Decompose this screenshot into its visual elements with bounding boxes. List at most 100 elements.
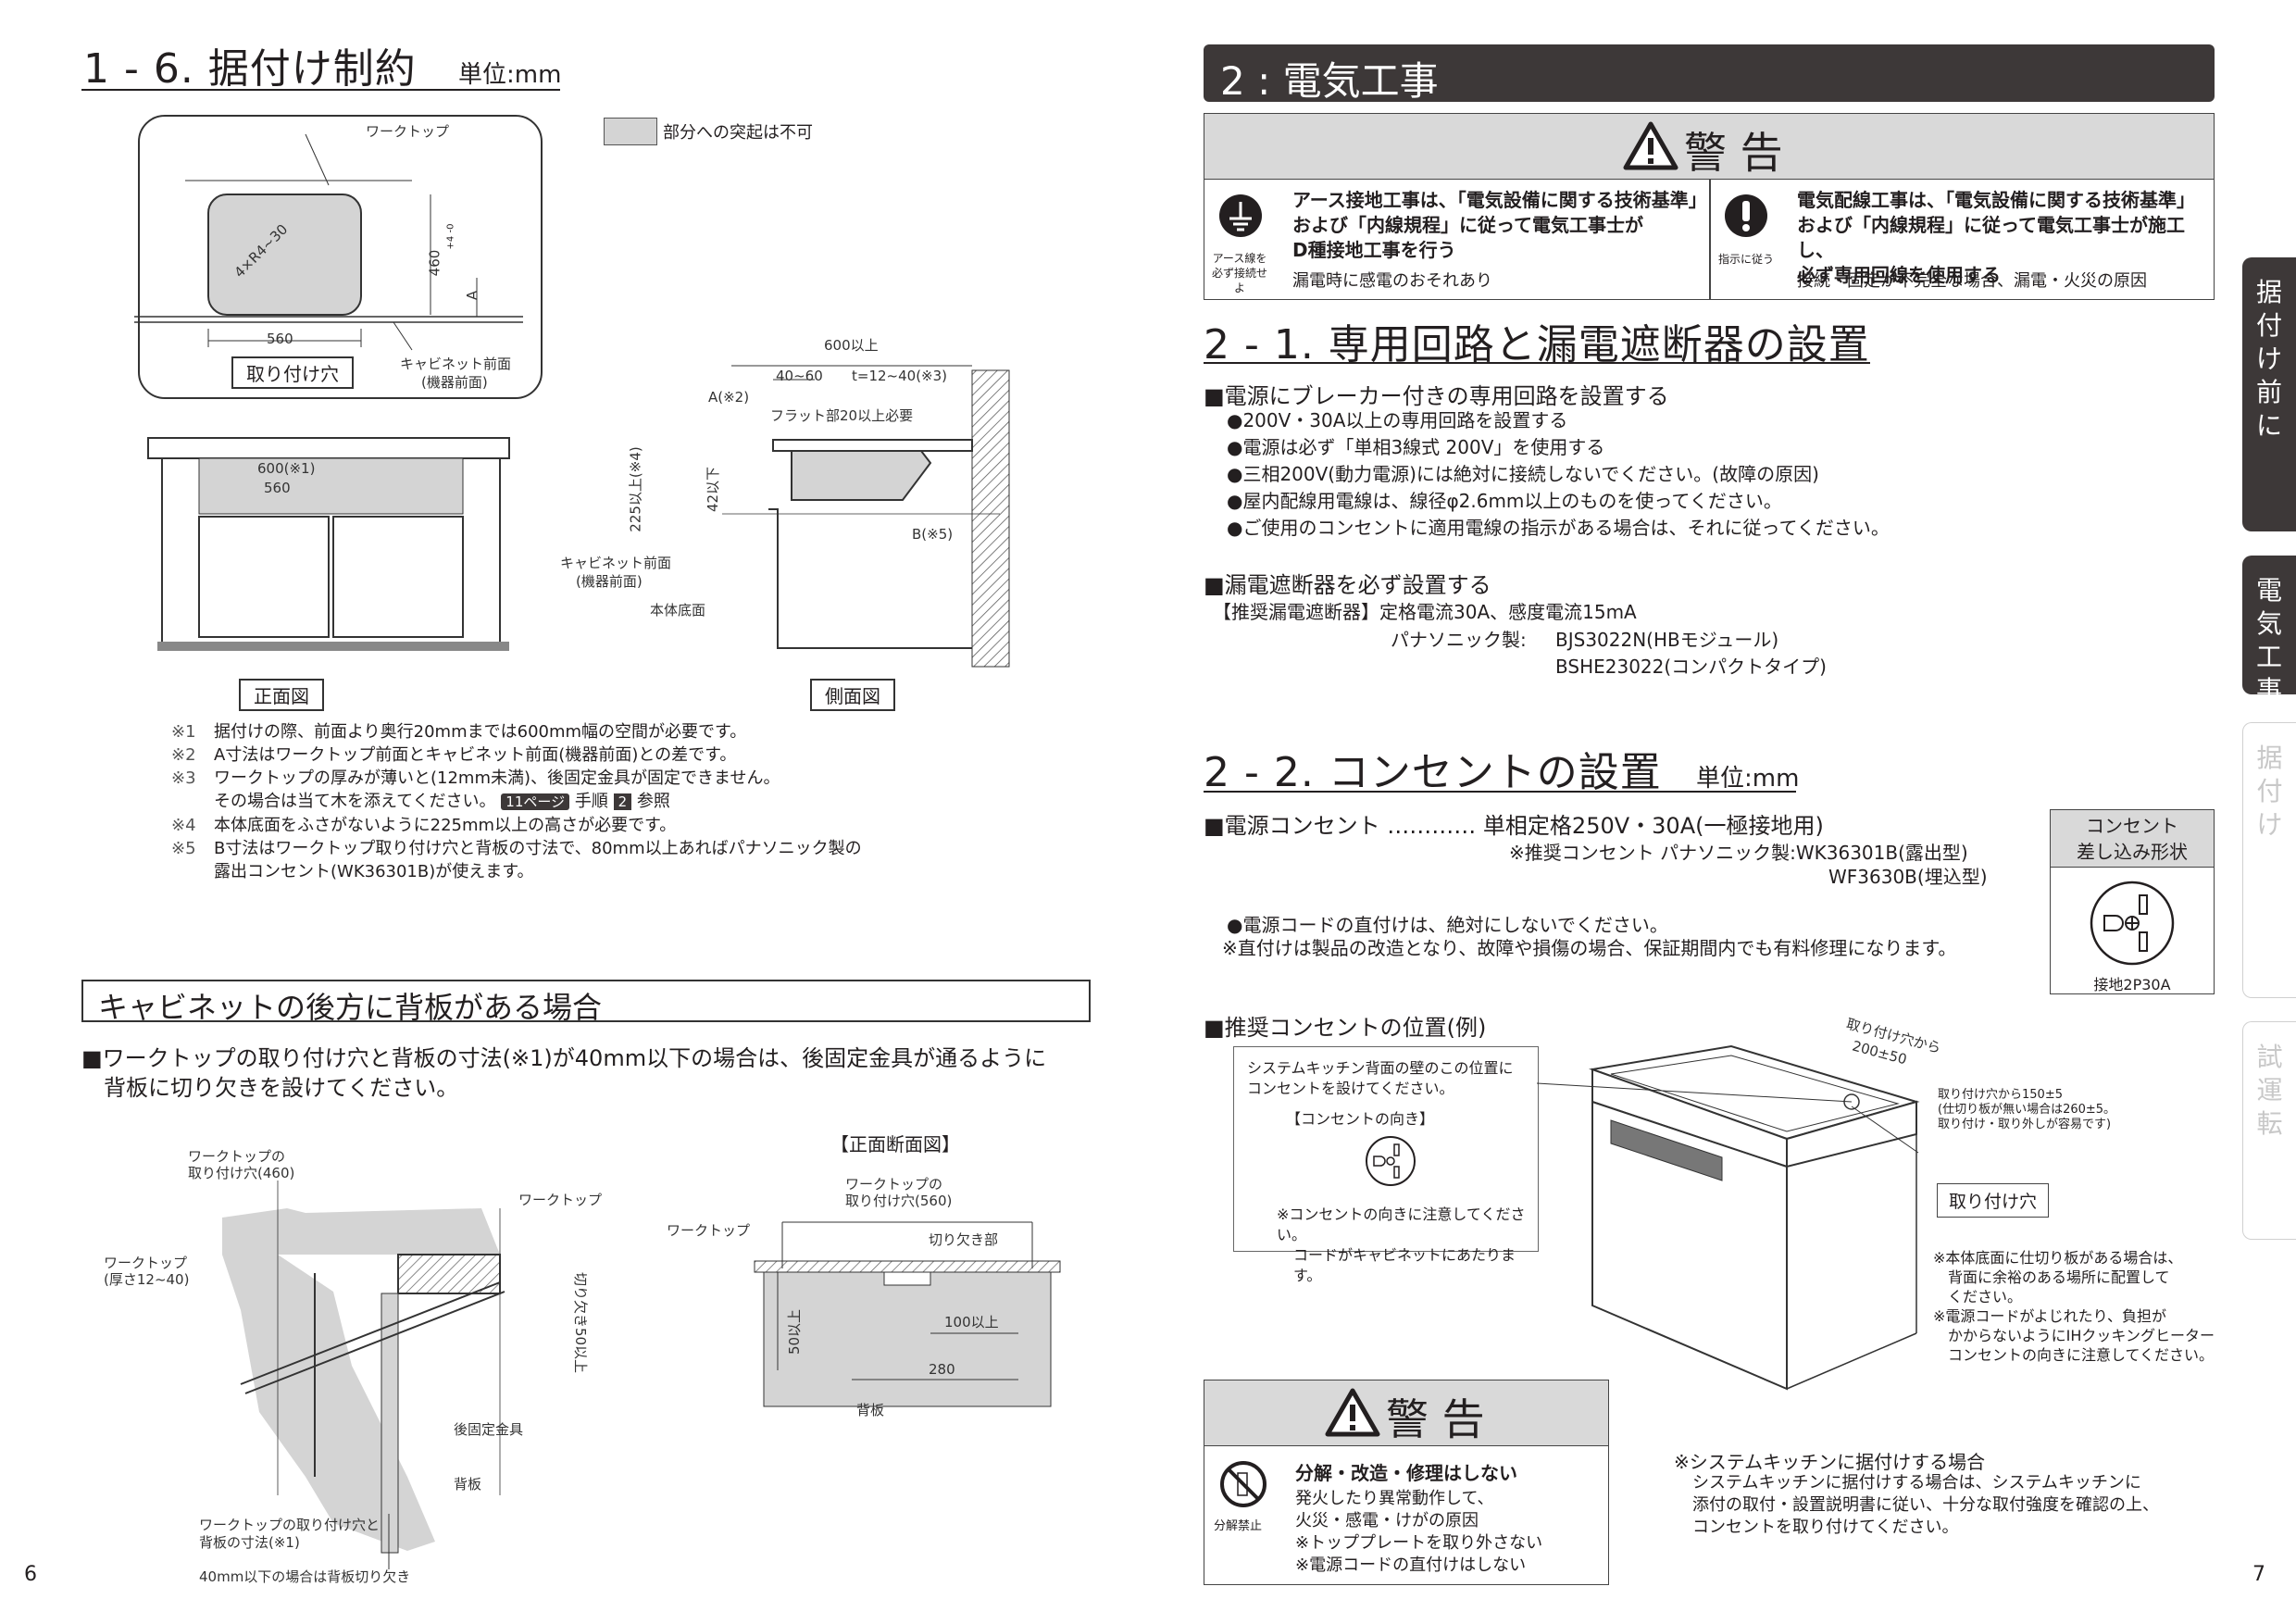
kitchen-illustration <box>1537 1044 1920 1391</box>
section-2-1-title: 2 - 1. 専用回路と漏電遮断器の設置 <box>1204 321 1870 369</box>
front-view-figure <box>147 437 510 651</box>
s21-item-list: ●200V・30A以上の専用回路を設置する ●電源は必ず「単相3線式 200V」… <box>1227 407 1890 542</box>
back-thickness-label: ワークトップ(厚さ12~40) <box>104 1255 190 1288</box>
instruction-icon-caption: 指示に従う <box>1717 253 1774 266</box>
warning-right-sub: 接続・固定が不完全な場合、漏電・火災の原因 <box>1797 271 2147 291</box>
height-460-label: 460 <box>426 249 443 277</box>
height-tolerance: +4 -0 <box>445 223 456 250</box>
section-unit: 単位:mm <box>458 61 562 89</box>
section-2-1-underline <box>1204 362 1870 364</box>
hole-label-box: 取り付け穴 <box>1937 1183 2050 1218</box>
back-worktop-label: ワークトップ <box>518 1192 603 1208</box>
side-b5: B(※5) <box>912 526 954 543</box>
side-thickness: t=12~40(※3) <box>852 368 948 384</box>
warning-triangle-icon <box>1325 1388 1380 1437</box>
section-2-2-unit: 単位:mm <box>1696 765 1800 793</box>
step-badge: 2 <box>613 793 632 810</box>
warning-box: 警 告 アース線を必ず接続せよ アース接地工事は、「電気設備に関する技術基準」お… <box>1204 113 2215 300</box>
list-item: ●ご使用のコンセントに適用電線の指示がある場合は、それに従ってください。 <box>1227 517 1890 539</box>
tab-electrical[interactable]: 電気工事 <box>2242 556 2296 706</box>
s22-recommended: ※推奨コンセント パナソニック製:WK36301B(露出型) <box>1509 842 1968 864</box>
side-view-figure <box>722 365 1010 668</box>
list-item: ●200V・30A以上の専用回路を設置する <box>1227 409 1568 431</box>
s21-model-2: BSHE23022(コンパクトタイプ) <box>1555 656 1827 678</box>
warning-title: 警 告 <box>1684 128 1783 178</box>
section-w100-label: 100以上 <box>944 1314 999 1330</box>
s22-outlet: ■電源コンセント ………… 単相定格250V・30A(一極接地用) <box>1204 813 1824 839</box>
plug-shape-header: コンセント差し込み形状 <box>2051 810 2214 868</box>
warning-2-header: 警 告 <box>1204 1380 1608 1446</box>
warning-right-text: 電気配線工事は、「電気設備に関する技術基準」および「内線規程」に従って電気工事士… <box>1797 189 2195 286</box>
s21-heading-2: ■漏電遮断器を必ず設置する <box>1204 572 1491 598</box>
back-plate-desc-2: 背板に切り欠きを設けてください。 <box>104 1075 459 1101</box>
side-a2: A(※2) <box>708 389 750 406</box>
s22-recommended-2: WF3630B(埋込型) <box>1828 866 1988 888</box>
side-bottom: 本体底面 <box>650 602 706 618</box>
s21-heading-1: ■電源にブレーカー付きの専用回路を設置する <box>1204 383 1669 409</box>
back-distance-note: 40mm以下の場合は背板切り欠き <box>199 1568 411 1585</box>
dim-right-note: 取り付け穴から150±5(仕切り板が無い場合は260±5。取り付け・取り外しが容… <box>1938 1088 2116 1131</box>
system-kitchen-heading: ※システムキッチンに据付けする場合 <box>1674 1451 1986 1473</box>
top-view-figure <box>134 115 543 399</box>
back-plate-desc-1: ■ワークトップの取り付け穴と背板の寸法(※1)が40mm以下の場合は、後固定金具… <box>81 1045 1047 1071</box>
section-notch-label: 切り欠き部 <box>929 1231 999 1248</box>
section-hole-label: ワークトップの取り付け穴(560) <box>845 1176 953 1209</box>
callout-text: システムキッチン背面の壁のこの位置にコンセントを設けてください。 <box>1247 1059 1514 1097</box>
front-view-caption: 正面図 <box>239 679 324 711</box>
front-section-figure <box>754 1221 1061 1407</box>
section-title: 1 - 6. 据付け制約 <box>83 45 417 93</box>
width-560-label: 560 <box>267 331 293 347</box>
a-dim-label: A <box>464 290 481 301</box>
section-2-2-title: 2 - 2. コンセントの設置 <box>1204 749 1662 796</box>
tab-install[interactable]: 据付け <box>2242 722 2296 998</box>
note-item: その場合は当て木を添えてください。 11ページ 手順 2 参照 <box>214 792 670 811</box>
back-plate-figure <box>222 1181 505 1569</box>
side-notes: ※本体底面に仕切り板がある場合は、 背面に余裕のある場所に配置して ください。 … <box>1933 1249 2215 1364</box>
mounting-hole-label: 取り付け穴 <box>231 356 354 389</box>
cabinet-front-sub: (機器前面) <box>421 374 488 391</box>
side-width-40-60: 40~60 <box>776 368 823 384</box>
system-kitchen-body: システムキッチンに据付けする場合は、システムキッチンに添付の取付・設置説明書に従… <box>1692 1473 2159 1537</box>
warning-divider <box>1709 179 1711 299</box>
section-header-title: 2 : 電気工事 <box>1220 58 1439 104</box>
back-bracket-label: 後固定金具 <box>454 1421 524 1438</box>
warning-2-body: 発火したり異常動作して、火災・感電・けがの原因※トッププレートを取り外さない※電… <box>1295 1489 1543 1575</box>
page-ref-badge[interactable]: 11ページ <box>501 793 570 810</box>
section-header-bar: 2 : 電気工事 <box>1204 44 2215 104</box>
warning-box-2: 警 告 分解禁止 分解・改造・修理はしない 発火したり異常動作して、火災・感電・… <box>1204 1380 1609 1585</box>
tab-before-install[interactable]: 据付け前に <box>2242 257 2296 531</box>
plug-shape-caption: 接地2P30A <box>2093 976 2171 993</box>
callout-note: ※コンセントの向きに注意してください。コードがキャビネットにあたります。 <box>1277 1206 1526 1284</box>
section-worktop-label: ワークトップ <box>667 1222 751 1239</box>
side-h42: 42以下 <box>705 466 722 513</box>
section-2-2-underline <box>1204 791 1796 793</box>
page-number-right: 7 <box>2252 1563 2265 1586</box>
no-disassembly-caption: 分解禁止 <box>1214 1519 1263 1533</box>
legend-text: 部分への突起は不可 <box>663 123 813 143</box>
callout-direction-title: 【コンセントの向き】 <box>1286 1110 1435 1128</box>
list-item: ●三相200V(動力電源)には絶対に接続しないでください。(故障の原因) <box>1227 463 1819 485</box>
s22-position-heading: ■推奨コンセントの位置(例) <box>1204 1015 1487 1041</box>
warning-2-title: 警 告 <box>1386 1394 1485 1444</box>
front-width-600: 600(※1) <box>257 460 316 477</box>
s21-maker: パナソニック製: <box>1391 629 1527 651</box>
s22-note-2: ※直付けは製品の改造となり、故障や損傷の場合、保証期間内でも有料修理になります。 <box>1222 937 1957 959</box>
outlet-icon <box>2090 881 2175 966</box>
cabinet-front-label: キャビネット前面 <box>400 356 512 372</box>
instruction-icon <box>1725 194 1767 237</box>
warning-left-sub: 漏電時に感電のおそれあり <box>1292 271 1492 291</box>
s22-note-1: ●電源コードの直付けは、絶対にしないでください。 <box>1227 914 1668 936</box>
side-cabinet-front-sub: (機器前面) <box>576 573 643 590</box>
outlet-callout-box: システムキッチン背面の壁のこの位置にコンセントを設けてください。 【コンセントの… <box>1233 1046 1539 1284</box>
legend-swatch <box>604 118 657 145</box>
ground-icon-caption: アース線を必ず接続せよ <box>1212 252 1268 294</box>
tab-trial-run[interactable]: 試運転 <box>2242 1021 2296 1240</box>
warning-2-heading: 分解・改造・修理はしない <box>1295 1462 1517 1484</box>
section-h50-label: 50以上 <box>786 1308 804 1355</box>
